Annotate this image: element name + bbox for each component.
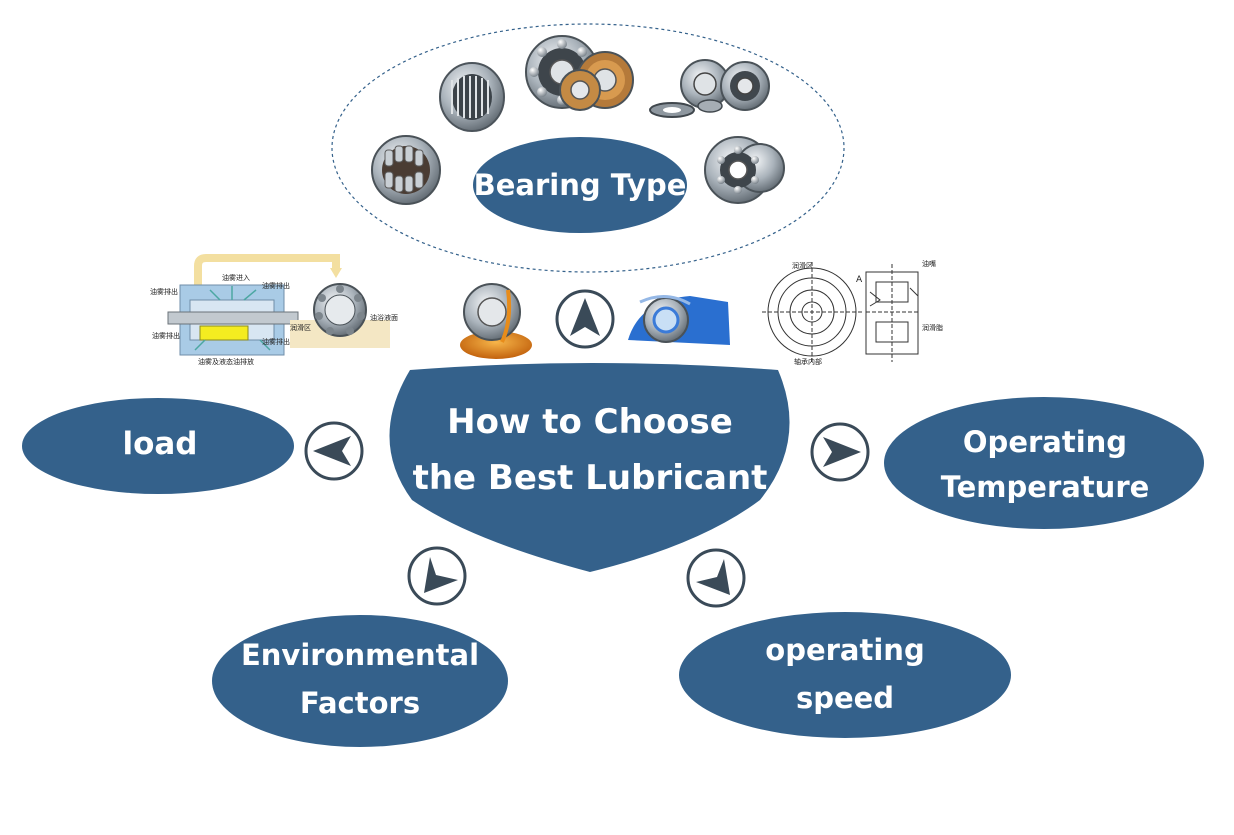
thrust-bearing-image (704, 136, 785, 204)
center-title-line-2: the Best Lubricant (412, 458, 768, 498)
diagram-label: 油雾排出 (262, 281, 290, 290)
needle-bearing-image (439, 62, 505, 132)
operating-temperature-node (884, 397, 1204, 529)
diagram-label: 油雾进入 (222, 273, 250, 282)
drawing-label: 润滑区 (792, 261, 813, 270)
drawing-label: 油嘴 (922, 259, 936, 268)
load-label: load (122, 426, 198, 463)
environmental-factors-node (212, 615, 508, 747)
operating-speed-node (679, 612, 1011, 738)
arrow-left-icon (304, 421, 364, 481)
diagram-label: 油雾排出 (262, 337, 290, 346)
ball-bearing-image (525, 35, 634, 111)
operating-temperature-line-2: Temperature (940, 470, 1150, 504)
drawing-label: 润滑脂 (922, 323, 943, 332)
diagram-label: 油雾排出 (152, 331, 180, 340)
bearing-type-node (473, 137, 687, 233)
operating-temperature-label: Operating Temperature (890, 410, 1200, 520)
spherical-roller-bearing-image (371, 135, 441, 205)
arrow-right-icon (810, 422, 870, 482)
center-title-line-1: How to Choose (447, 401, 733, 442)
diagram-label: 润滑区 (290, 323, 311, 332)
miniature-bearings-image (649, 59, 770, 118)
diagram-label: 油浴液面 (370, 313, 398, 322)
load-node (22, 398, 294, 494)
oiled-bearing-image (460, 283, 532, 359)
diagram-label: 油雾及液态油排放 (198, 357, 254, 366)
bearing-type-group-outline (331, 23, 845, 273)
environmental-factors-label: Environmental Factors (215, 625, 505, 735)
center-title: How to Choose the Best Lubricant (400, 385, 780, 515)
operating-speed-line-2: speed (795, 681, 895, 715)
drawing-label: A (856, 275, 863, 285)
operating-temperature-line-1: Operating (962, 425, 1128, 460)
operating-speed-label: operating speed (690, 620, 1000, 730)
drawing-label: 轴承内部 (794, 357, 822, 366)
environmental-factors-line-1: Environmental (240, 638, 480, 673)
diagram-label: 油雾排出 (150, 287, 178, 296)
bearing-type-label: Bearing Type (473, 167, 687, 202)
center-node (389, 363, 790, 572)
operating-speed-line-1: operating (765, 633, 925, 668)
arrow-down-left-icon (407, 546, 467, 606)
environmental-factors-line-2: Factors (299, 686, 421, 720)
arrow-up-icon (555, 289, 615, 349)
arrow-down-right-icon (686, 548, 746, 608)
bearing-seal-technical-drawing (762, 262, 919, 362)
greased-bearing-image (628, 295, 730, 345)
oil-mist-lubrication-diagram: 油雾进入 油雾排出 油雾排出 油雾排出 油雾排出 油雾及液态油排放 油浴液面 润… (150, 254, 398, 366)
